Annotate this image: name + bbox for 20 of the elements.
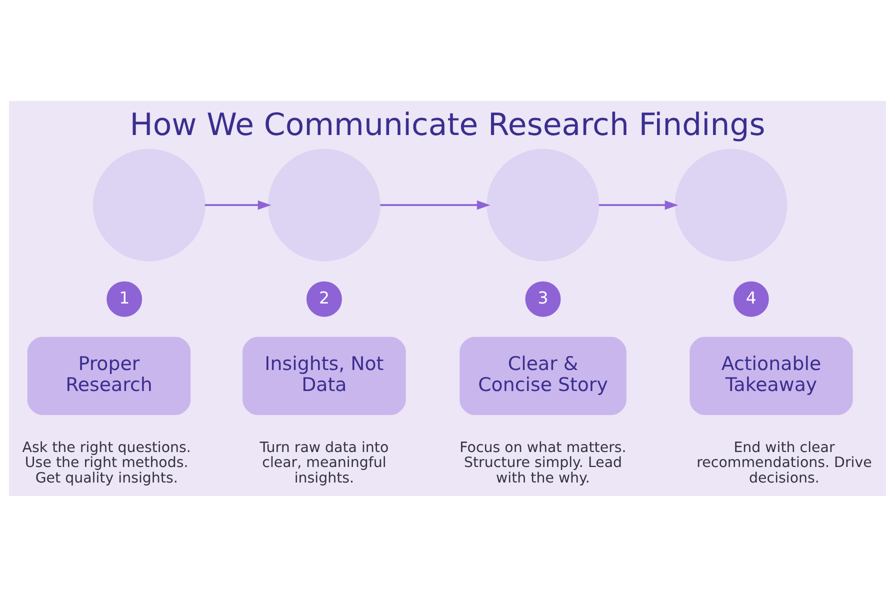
node-label: Ask the right questions. Use the right methods. Get quality insights.: [22, 440, 191, 487]
node-circle: 1: [106, 281, 142, 317]
node-box: Proper Research: [27, 336, 191, 415]
node-box: Insights, Not Data: [242, 336, 406, 415]
node-label: End with clear recommendations. Drive decisions.: [696, 440, 872, 487]
node-circle: 4: [733, 281, 769, 317]
node-label: Focus on what matters. Structure simply. Lead with the why.: [460, 440, 626, 487]
arrow: [204, 200, 272, 210]
node-box: Actionable Takeaway: [690, 336, 853, 415]
node-circle: 3: [525, 281, 561, 317]
arrow: [380, 200, 490, 210]
node-box: Clear & Concise Story: [460, 336, 626, 415]
node-circle: [93, 148, 206, 262]
arrow: [598, 200, 678, 210]
node-circle: [674, 148, 788, 262]
node-circle: 2: [306, 281, 342, 317]
node-circle: [486, 148, 600, 262]
node-circle: [268, 148, 380, 262]
node-label: Turn raw data into clear, meaningful insights.: [260, 440, 389, 487]
diagram-title: How We Communicate Research Findings: [130, 107, 766, 144]
